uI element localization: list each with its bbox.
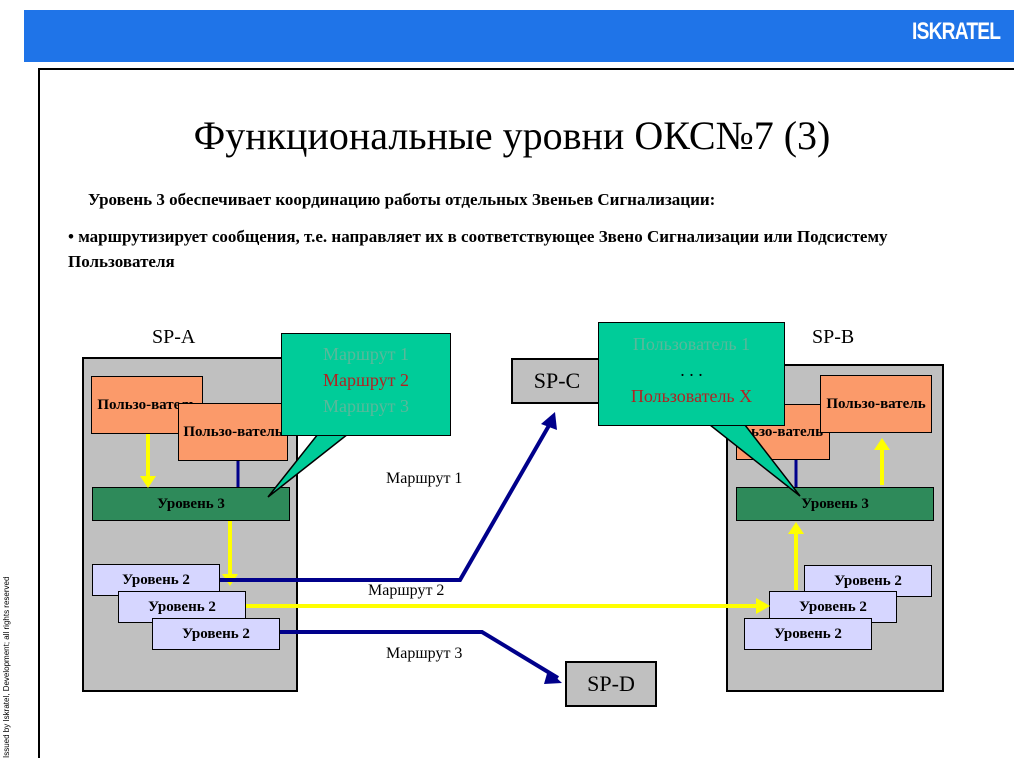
iskratel-logo: ISKRATEL bbox=[911, 18, 1001, 45]
sp-a-label: SP-A bbox=[152, 326, 196, 348]
sp-c-node: SP-C bbox=[511, 358, 603, 404]
callout-route-2: Маршрут 2 bbox=[323, 370, 409, 390]
sp-b-level2-3: Уровень 2 bbox=[744, 618, 872, 650]
route-2-arrowhead bbox=[756, 598, 770, 614]
sp-a-level2-3: Уровень 2 bbox=[152, 618, 280, 650]
sp-a-user1-arrowhead bbox=[140, 476, 156, 488]
slide-subtitle: Уровень 3 обеспечивает координацию работ… bbox=[88, 190, 716, 209]
sp-b-l3-arrowhead bbox=[788, 522, 804, 534]
left-callout-tail bbox=[267, 433, 351, 498]
frame-top-line bbox=[38, 68, 1014, 70]
sp-b-label: SP-B bbox=[812, 326, 855, 348]
route-2-label: Маршрут 2 bbox=[368, 582, 445, 599]
sp-d-node: SP-D bbox=[565, 661, 657, 707]
user-callout: Пользователь 1 . . . Пользователь X bbox=[598, 322, 785, 426]
slide-title: Функциональные уровни ОКС№7 (3) bbox=[193, 113, 831, 158]
route-callout: Маршрут 1 Маршрут 2 Маршрут 3 bbox=[281, 333, 451, 436]
sp-b-user-arrowhead bbox=[874, 438, 890, 450]
sp-b-user-2: Пользо-ватель bbox=[820, 375, 932, 433]
route-3-label: Маршрут 3 bbox=[386, 645, 463, 662]
sp-a-user-2: Пользо-ватель bbox=[178, 403, 288, 461]
header-bar bbox=[24, 10, 1014, 62]
route-3-line bbox=[280, 630, 560, 680]
bullet-text: • маршрутизирует сообщения, т.е. направл… bbox=[68, 227, 888, 271]
callout-user-x: Пользователь X bbox=[630, 386, 753, 406]
sp-a-level2-1: Уровень 2 bbox=[92, 564, 220, 596]
callout-ellipsis: . . . bbox=[680, 360, 703, 380]
callout-route-1: Маршрут 1 bbox=[323, 344, 409, 364]
right-callout-tail bbox=[707, 424, 801, 497]
callout-user-1: Пользователь 1 bbox=[632, 334, 751, 354]
route-1-line bbox=[220, 421, 553, 582]
sp-a-level2-2: Уровень 2 bbox=[118, 591, 246, 623]
callout-route-3: Маршрут 3 bbox=[323, 396, 409, 416]
route-1-arrowhead bbox=[541, 412, 557, 430]
route-3-arrowhead bbox=[544, 670, 562, 684]
route-1-label: Маршрут 1 bbox=[386, 470, 463, 487]
sp-b-level3: Уровень 3 bbox=[736, 487, 934, 521]
frame-left-line bbox=[38, 68, 40, 758]
sp-a-level3: Уровень 3 bbox=[92, 487, 290, 521]
